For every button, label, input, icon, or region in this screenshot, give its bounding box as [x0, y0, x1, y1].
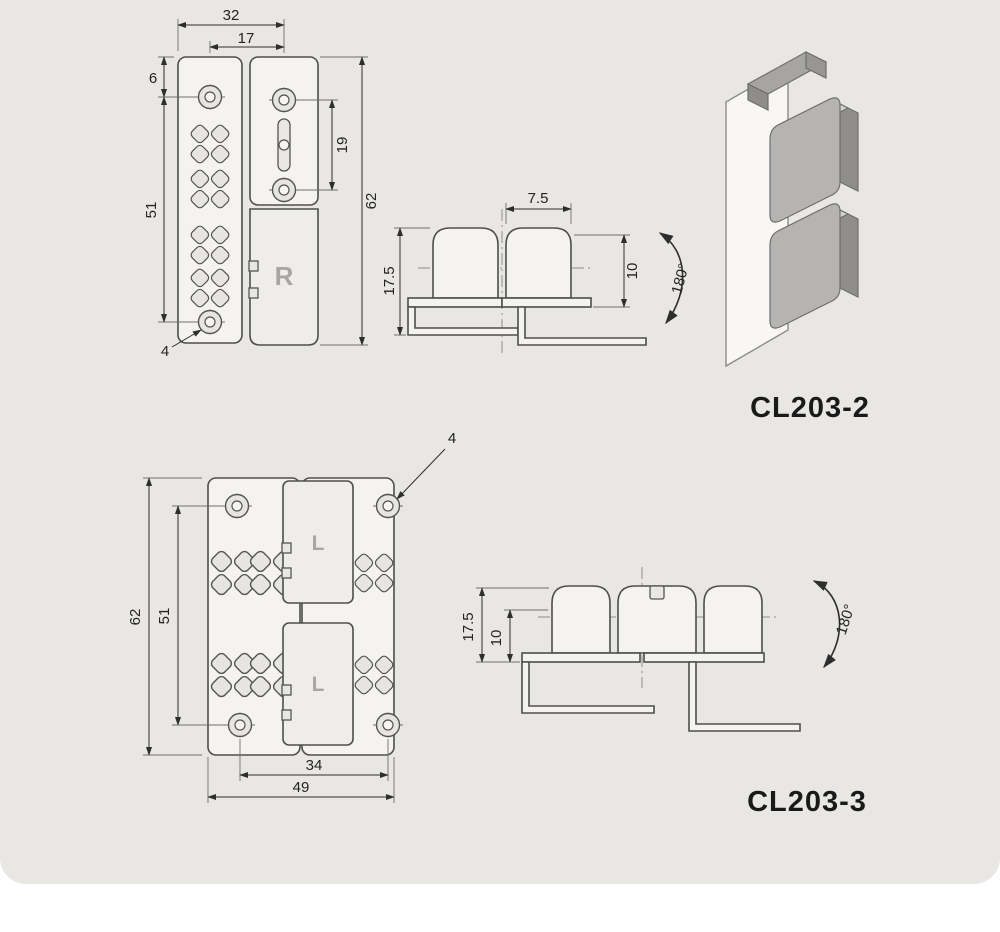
product-label-cl203-2: CL203-2 [750, 392, 870, 424]
dim-width-total: 49 [293, 779, 310, 796]
dim-side-offset: 10 [488, 630, 505, 647]
cl203-3-front-view: L L 4 62 51 34 49 [127, 430, 456, 803]
dim-knuckle-width: 7.5 [528, 190, 549, 207]
marking-r: R [275, 261, 294, 291]
cl203-3-side-parts [521, 567, 801, 732]
cl203-2-front-parts: R [177, 56, 319, 346]
dim-height-total: 62 [127, 609, 144, 626]
cl203-2-front-view: R 32 17 6 51 19 62 4 [143, 7, 380, 360]
cl203-3-side-dimensions: 17.5 10 [460, 587, 549, 663]
rotation-range-label: 180° [668, 262, 692, 296]
dim-hole-pitch-vertical: 51 [156, 608, 173, 625]
marking-l-bottom: L [312, 673, 325, 696]
dim-hole-diameter: 4 [448, 430, 456, 447]
cl203-2-side-parts [407, 209, 647, 357]
rotation-arrow-icon: 180° [812, 580, 859, 669]
dim-side-offset: 10 [624, 263, 641, 280]
product-label-cl203-3: CL203-3 [747, 786, 867, 818]
dim-side-height: 17.5 [381, 266, 398, 295]
dim-width-total: 32 [223, 7, 240, 24]
dim-plate-pitch: 19 [334, 137, 351, 154]
dim-side-height: 17.5 [460, 612, 477, 641]
cl203-2-side-view: 7.5 17.5 10 180° [381, 190, 693, 357]
marking-l-top: L [312, 532, 325, 555]
dim-top-offset: 6 [149, 70, 157, 87]
hinge-3d-illustration [725, 51, 859, 368]
cl203-3-front-dimensions: 4 62 51 34 49 [127, 430, 456, 803]
dim-hole-pitch: 51 [143, 202, 160, 219]
dim-height-total: 62 [363, 193, 380, 210]
dim-hole-pitch-horizontal: 34 [306, 757, 323, 774]
dim-hole-diameter: 4 [161, 343, 169, 360]
cl203-2-front-dimensions: 32 17 6 51 19 62 4 [143, 7, 380, 360]
dim-hole-span: 17 [238, 30, 255, 47]
cl203-3-front-parts: L L [207, 477, 404, 756]
rotation-arrow-icon: 180° [658, 232, 693, 325]
cl203-2-isometric-view [725, 51, 859, 368]
cl203-2-side-dimensions: 7.5 17.5 10 [381, 190, 641, 336]
cl203-3-side-view: 17.5 10 180° [460, 567, 859, 732]
